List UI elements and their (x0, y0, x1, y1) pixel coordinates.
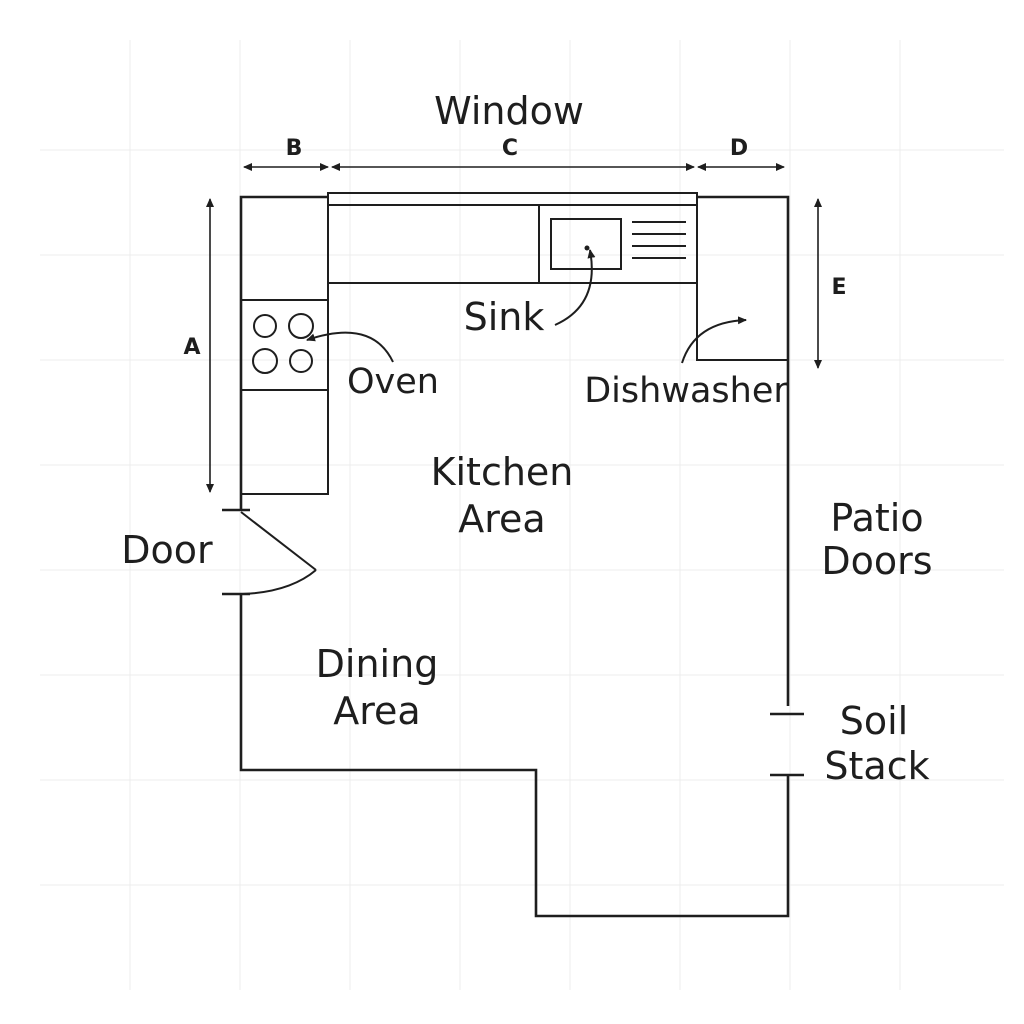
dimension-label-c: C (502, 136, 518, 161)
sink-label: Sink (464, 295, 545, 339)
soil-stack-label-line1: Soil (840, 699, 909, 743)
kitchen-area-label-line1: Kitchen (431, 450, 574, 494)
dimension-label-b: B (286, 136, 303, 161)
outer-wall (239, 195, 790, 918)
dishwasher-unit (696, 197, 788, 361)
sink-basin (550, 218, 622, 270)
dining-area-label-line2: Area (333, 689, 420, 733)
background-grid (40, 40, 1004, 990)
dishwasher-leader-arrow (681, 316, 747, 364)
oven-leader-arrow (306, 331, 394, 363)
sink-leader-arrow (554, 249, 596, 326)
dining-area-label-line1: Dining (316, 642, 439, 686)
soil-stack-label-line2: Stack (824, 744, 929, 788)
soil-stack-marker (770, 712, 804, 777)
patio-doors-label-line2: Doors (821, 539, 932, 583)
left-counter (241, 197, 329, 495)
kitchen-area-label-line2: Area (458, 497, 545, 541)
patio-doors-label-line1: Patio (830, 496, 923, 540)
dimension-label-a: A (183, 335, 200, 360)
door-label: Door (121, 528, 213, 572)
dishwasher-label: Dishwasher (584, 371, 788, 411)
dimension-label-d: D (730, 136, 748, 161)
door-swing (222, 508, 317, 596)
drainer-board (632, 221, 686, 259)
window-label: Window (434, 89, 584, 133)
sink-drain (584, 245, 590, 251)
window-frame (327, 192, 698, 206)
hob-burners (252, 313, 314, 374)
oven-label: Oven (347, 362, 439, 402)
dimension-label-e: E (831, 275, 846, 300)
